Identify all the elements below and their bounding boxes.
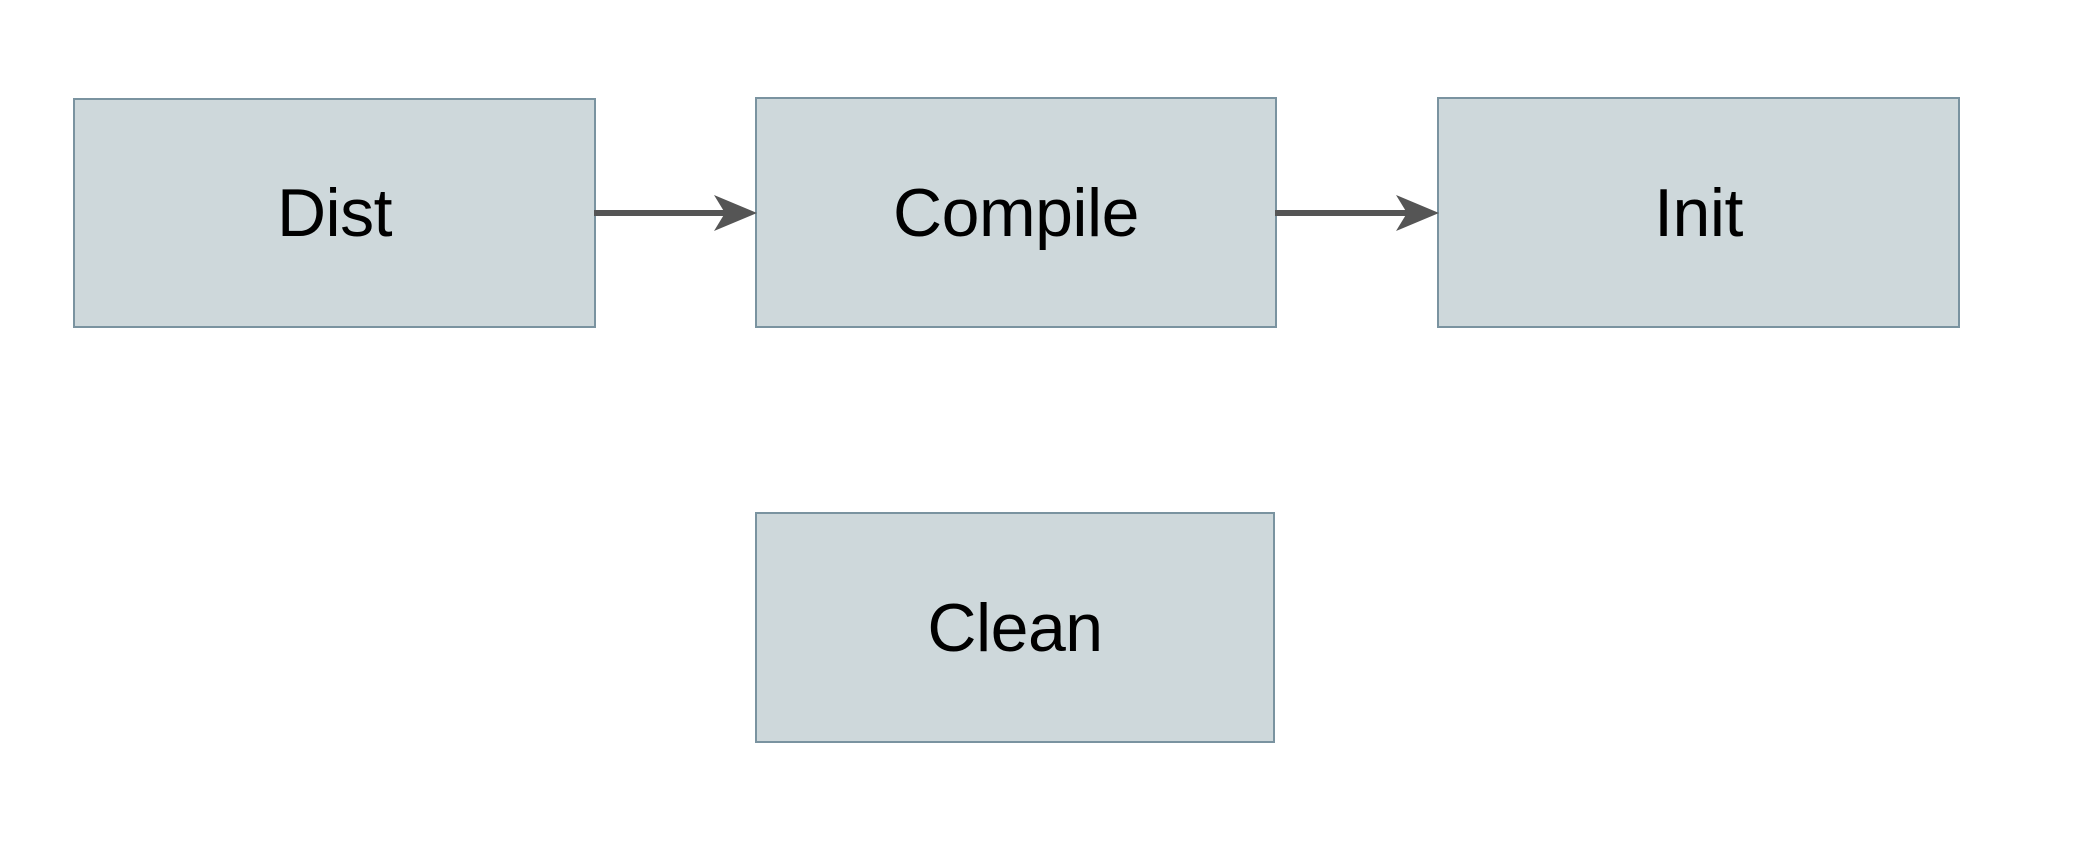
node-dist-label: Dist — [276, 175, 393, 251]
edge-dist-to-compile[interactable] — [594, 193, 757, 233]
node-init-label: Init — [1654, 174, 1743, 251]
node-clean[interactable]: Clean — [755, 512, 1275, 743]
arrowhead-icon — [714, 195, 757, 231]
node-clean-label: Clean — [927, 589, 1103, 666]
edge-compile-to-init[interactable] — [1275, 193, 1439, 233]
node-compile-label: Compile — [893, 174, 1139, 251]
node-compile[interactable]: Compile — [755, 97, 1277, 328]
node-init[interactable]: Init — [1437, 97, 1960, 328]
arrowhead-icon — [1396, 195, 1439, 231]
node-dist[interactable]: Dist — [73, 98, 596, 328]
